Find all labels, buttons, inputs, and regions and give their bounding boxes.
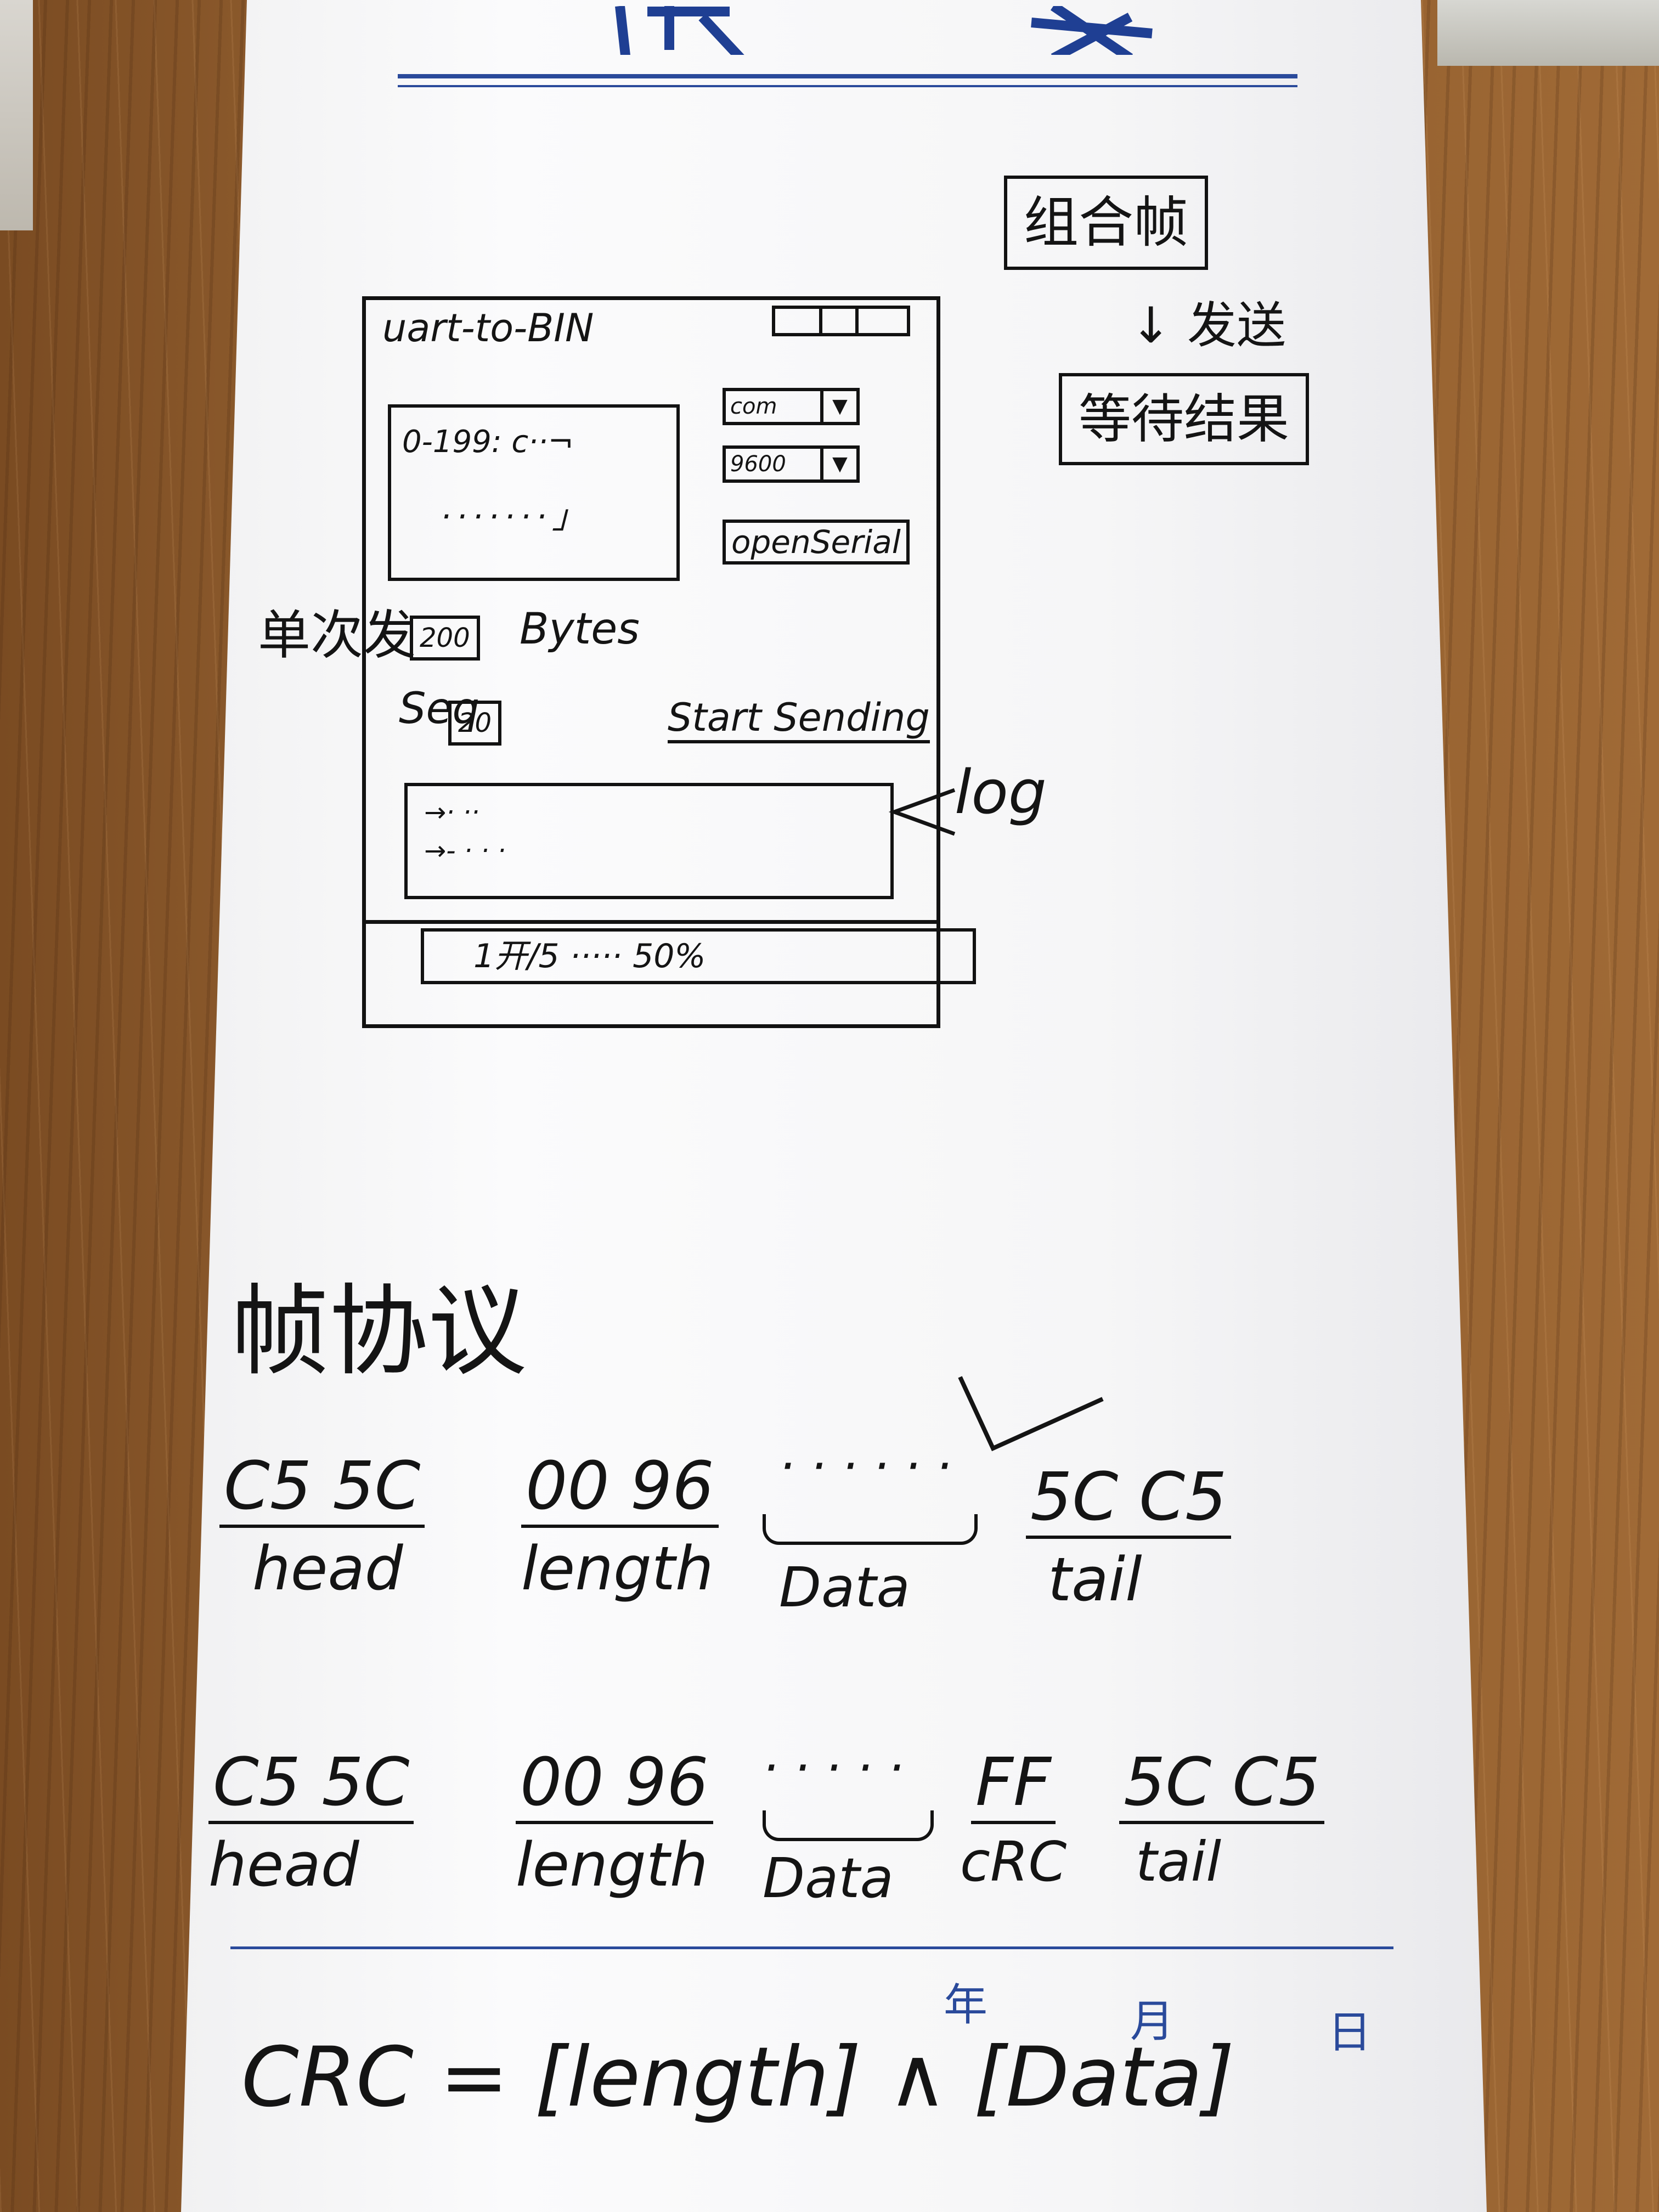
printed-date-year: 年: [944, 1979, 988, 2030]
frame1-head: C5 5C head: [219, 1448, 425, 1604]
frame1-length: 00 96 length: [521, 1448, 719, 1604]
sketch-log-annotation: log: [955, 757, 1047, 827]
frame2-tail-bytes: 5C C5: [1119, 1745, 1325, 1824]
sketch-log-line1: →· ··: [424, 797, 480, 828]
frame1-data-bytes: · · · · · ·: [779, 1437, 952, 1495]
frame2-head-bytes: C5 5C: [208, 1745, 414, 1824]
printed-title-left-icon: [615, 5, 744, 55]
sketch-progress-bar: 1开/5 ····· 50%: [421, 928, 976, 984]
frame2-length-label: length: [516, 1830, 708, 1900]
frame1-length-label: length: [521, 1533, 714, 1604]
frame1-data-label: Data: [779, 1555, 910, 1620]
flow-step-wait-result: 等待结果: [1059, 373, 1309, 465]
flow-arrow-send: ↓ 发送: [1130, 297, 1286, 354]
frame1-head-bytes: C5 5C: [219, 1448, 425, 1528]
sketch-seq-label: Seq: [399, 684, 480, 733]
sketch-log-area: →· ·· →- · · ·: [404, 783, 894, 899]
frame2-head-label: head: [208, 1830, 359, 1900]
printed-title-glyph-right: [1020, 0, 1163, 55]
frame1-head-label: head: [252, 1533, 403, 1604]
sketch-data-view-line1: 0-199: c··¬: [402, 424, 574, 460]
frame2-data: · · · · · Data: [763, 1739, 904, 1910]
frame2-length-bytes: 00 96: [516, 1745, 713, 1824]
sketch-bytes-field: 200: [410, 616, 480, 661]
sketch-single-send-label: 单次发: [258, 605, 416, 666]
frame2-crc: FF cRC: [960, 1745, 1066, 1894]
frame2-head: C5 5C head: [208, 1745, 414, 1900]
frame2-tail: 5C C5 tail: [1119, 1745, 1325, 1894]
crc-formula: CRC = [length] ∧ [Data]: [241, 2030, 1235, 2125]
frame2-data-bytes: · · · · ·: [763, 1739, 904, 1797]
protocol-heading: 帧协议: [230, 1274, 527, 1389]
frame2-length: 00 96 length: [516, 1745, 713, 1900]
frame1-data-brace: [763, 1514, 978, 1545]
memo-paper: [181, 0, 1487, 2212]
sketch-port-combo-value: com: [730, 394, 777, 419]
printed-title-right-icon: [1031, 2, 1153, 55]
printed-footer-rule: [230, 1946, 1393, 1949]
background-object-right: [1437, 0, 1659, 66]
sketch-seq-field: 20: [448, 701, 502, 746]
flow-step-compose-frame: 组合帧: [1004, 176, 1208, 270]
frame1-tail-bytes: 5C C5: [1026, 1459, 1232, 1539]
frame2-crc-label: cRC: [960, 1830, 1067, 1894]
printed-header-rule-thin: [398, 85, 1297, 87]
sketch-baud-combo: 9600 ▼: [723, 445, 860, 483]
sketch-app-window: uart-to-BIN 0-199: c··¬ ·······」 com ▼ 9…: [362, 296, 976, 1028]
sketch-window-controls-icon: [772, 306, 910, 336]
sketch-window-title: uart-to-BIN: [382, 306, 594, 351]
checkmark-icon: [958, 1376, 1104, 1452]
frame1-length-bytes: 00 96: [521, 1448, 719, 1528]
sketch-baud-combo-value: 9600: [730, 452, 786, 477]
sketch-data-view-line2: ·······」: [441, 498, 591, 536]
printed-title-glyph-left: [603, 0, 746, 55]
printed-date-month: 月: [1130, 1996, 1174, 2047]
sketch-status-bar-rule: [366, 920, 936, 924]
sketch-start-sending-button: Start Sending: [668, 695, 930, 743]
frame2-data-brace: [763, 1810, 934, 1841]
background-object-left: [0, 0, 33, 230]
frame2-data-label: Data: [763, 1846, 894, 1910]
chevron-down-icon: ▼: [820, 391, 856, 422]
frame2-crc-byte: FF: [971, 1745, 1056, 1824]
sketch-progress-text: 1开/5 ····· 50%: [473, 937, 706, 975]
frame1-data: · · · · · · Data: [779, 1437, 952, 1620]
frame1-tail: 5C C5 tail: [1026, 1459, 1232, 1615]
sketch-open-serial-button: openSerial: [723, 520, 910, 565]
printed-header-rule: [398, 74, 1297, 78]
arrow-left-icon: [888, 788, 956, 836]
sketch-port-combo: com ▼: [723, 388, 860, 425]
printed-date-day: 日: [1328, 2007, 1372, 2058]
sketch-bytes-unit: Bytes: [520, 605, 640, 654]
frame2-tail-label: tail: [1136, 1830, 1222, 1894]
chevron-down-icon: ▼: [820, 449, 856, 479]
frame1-tail-label: tail: [1048, 1544, 1142, 1615]
sketch-data-view: 0-199: c··¬ ·······」: [388, 404, 680, 581]
sketch-log-line2: →- · · ·: [424, 836, 506, 866]
